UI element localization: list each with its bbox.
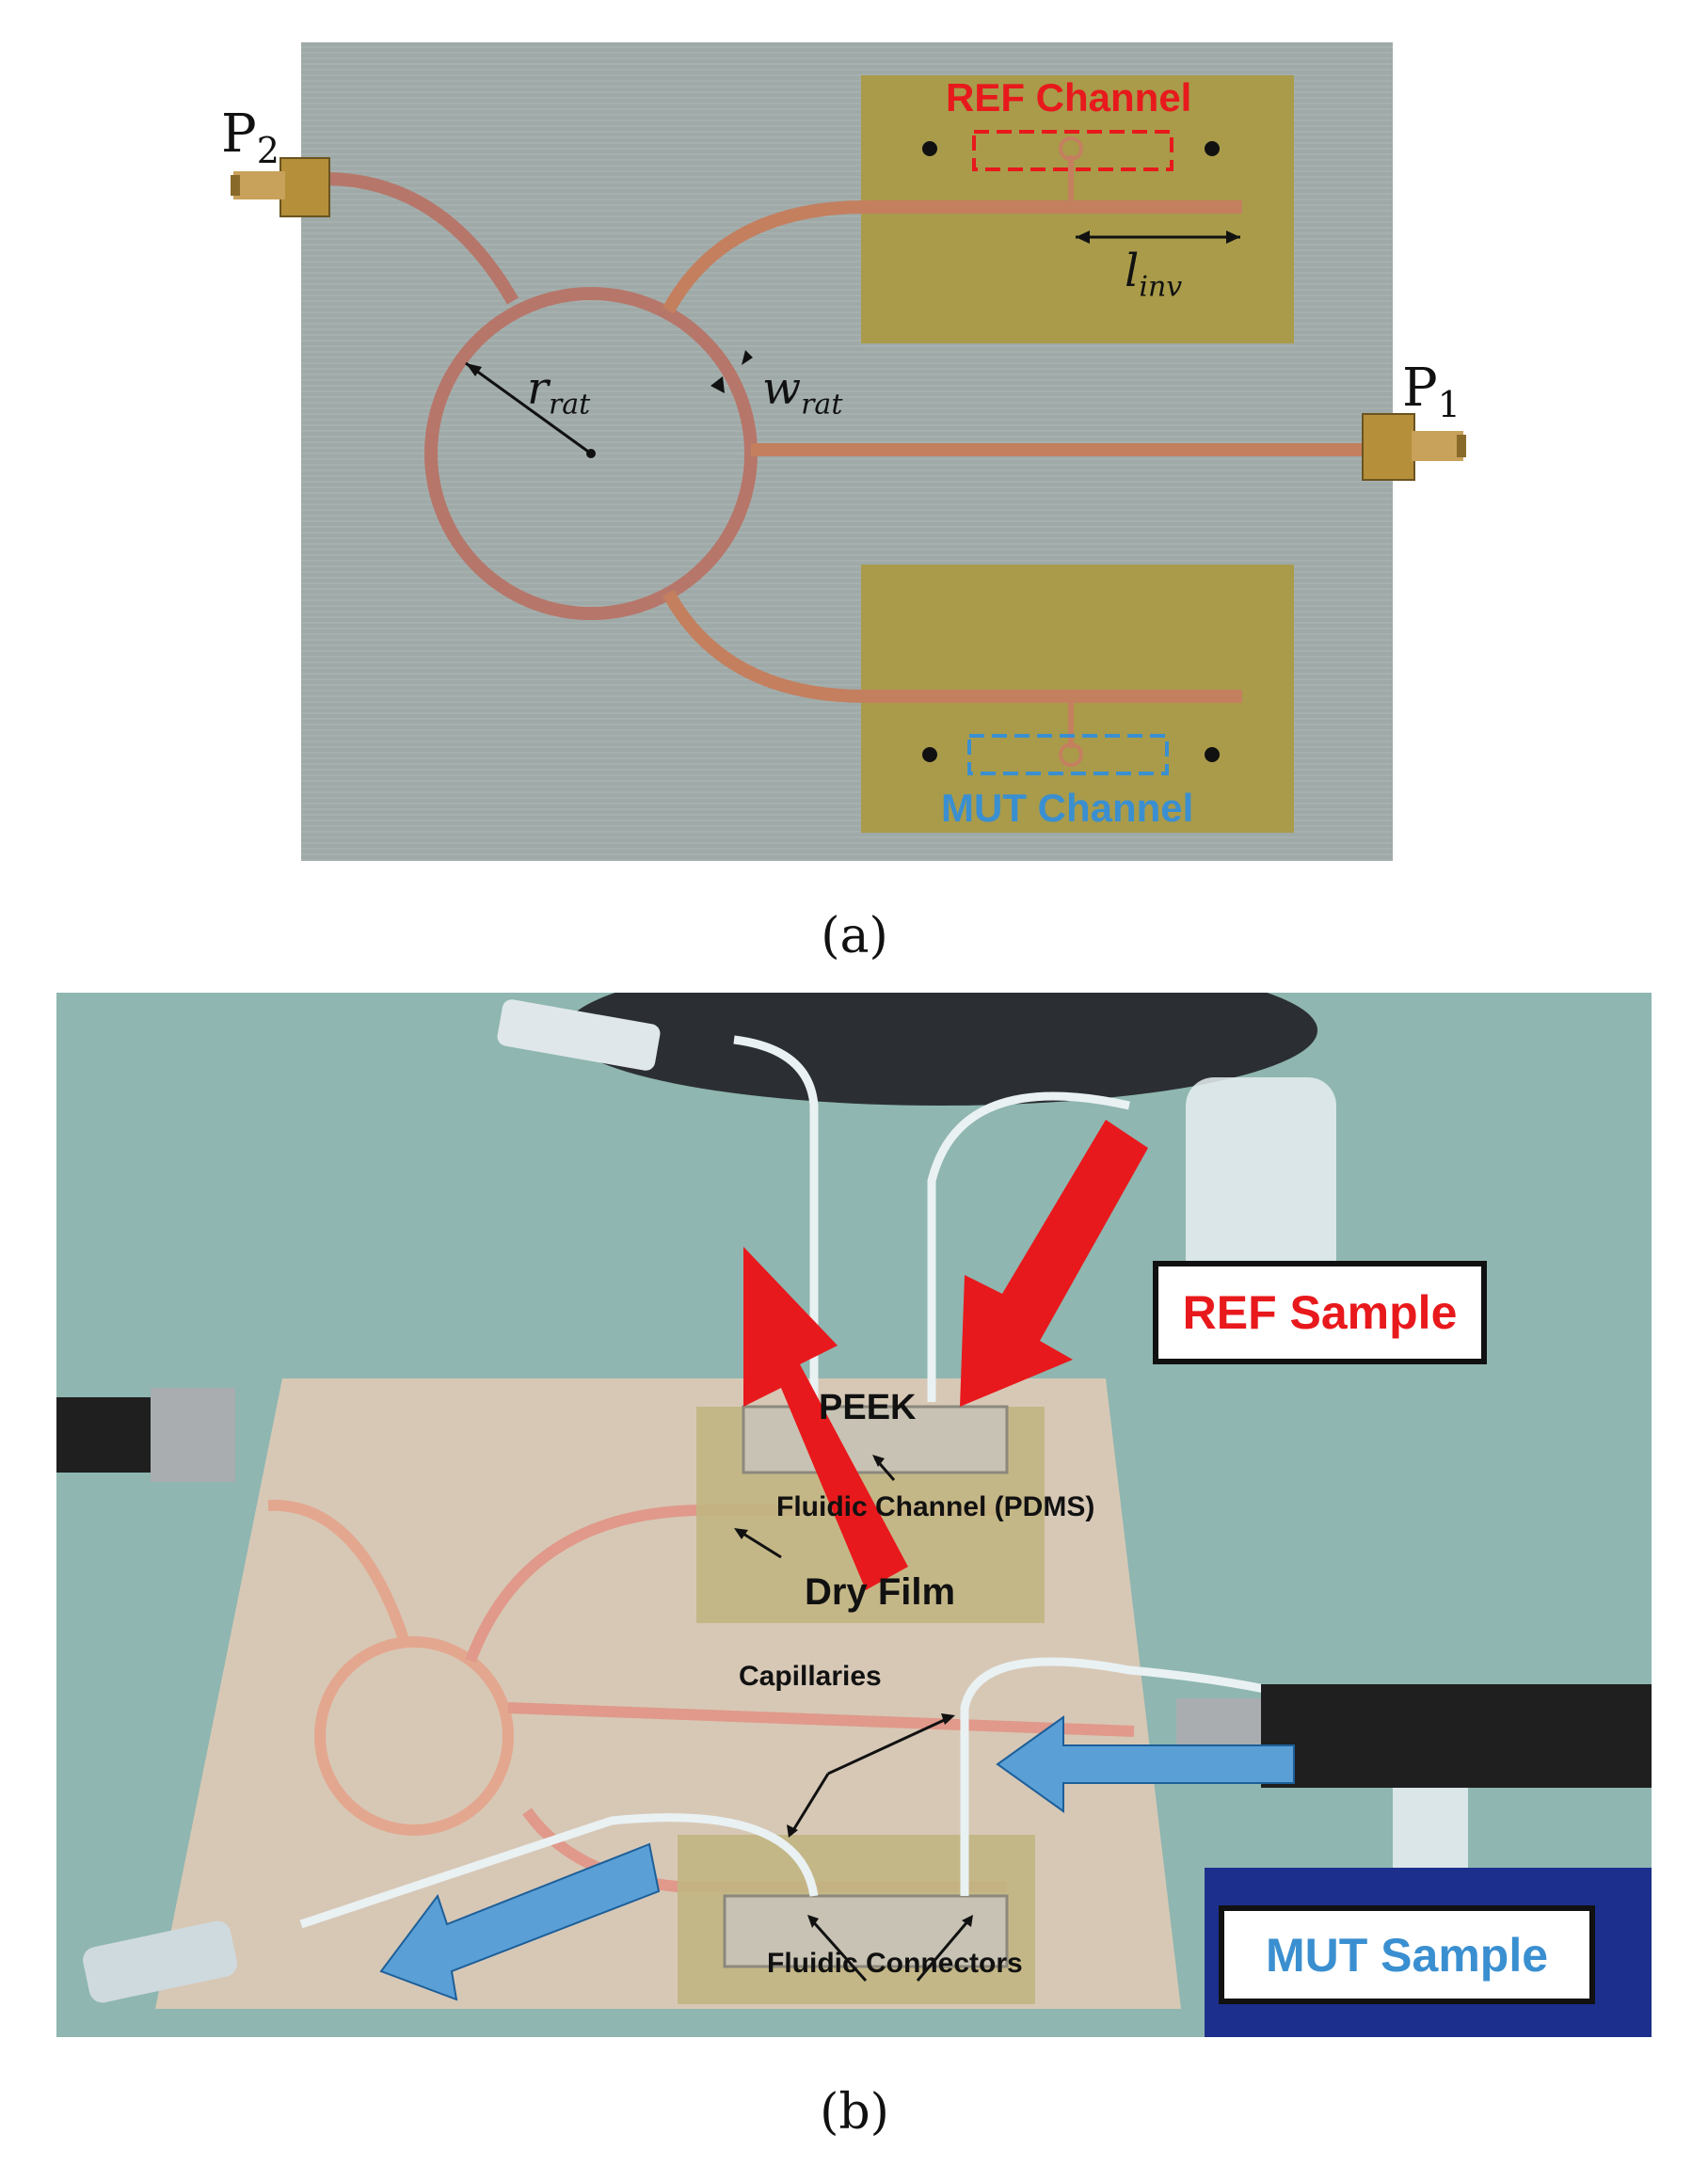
port2-feed-line xyxy=(324,172,519,305)
mut-outflow-arrow xyxy=(379,1842,661,2001)
mut-inflow-arrow xyxy=(996,1715,1295,1813)
ref-sample-box: REF Sample xyxy=(1153,1261,1487,1364)
port1-connector xyxy=(1362,413,1466,481)
ref-outflow-arrow xyxy=(743,1247,908,1590)
peek-label: PEEK xyxy=(819,1388,917,1427)
panel-a-caption: (a) xyxy=(821,908,888,964)
panel-b-photo xyxy=(56,993,1652,2037)
mut-sample-box: MUT Sample xyxy=(1219,1905,1595,2004)
mut-channel-label: MUT Channel xyxy=(941,786,1194,830)
ref-channel-label: REF Channel xyxy=(946,75,1192,119)
mut-branch-line xyxy=(662,589,1242,703)
port2-label: P2 xyxy=(221,104,279,172)
port1-label: P1 xyxy=(1402,358,1461,426)
ref-branch-line xyxy=(662,200,1242,314)
w-rat-label: wrat xyxy=(762,362,843,422)
panel-a-photo xyxy=(231,42,1466,861)
ref-inflow-arrow xyxy=(960,1120,1148,1407)
ref-channel-outline xyxy=(972,130,1173,171)
r-rat-arrow xyxy=(465,361,592,455)
l-inv-label: linv xyxy=(1125,245,1183,304)
fluidic-channel-label: Fluidic Channel (PDMS) xyxy=(776,1491,1095,1522)
mut-channel-outline xyxy=(967,734,1169,775)
r-rat-label: rrat xyxy=(527,362,591,422)
dry-film-label: Dry Film xyxy=(805,1571,956,1613)
capillaries-label: Capillaries xyxy=(739,1661,882,1692)
peek-holder-ref xyxy=(742,1405,1009,1474)
w-rat-arrow xyxy=(710,376,725,393)
panel-b-caption: (b) xyxy=(820,2084,889,2141)
port2-connector xyxy=(231,157,330,217)
fluidic-connectors-label: Fluidic Connectors xyxy=(767,1948,1023,1979)
